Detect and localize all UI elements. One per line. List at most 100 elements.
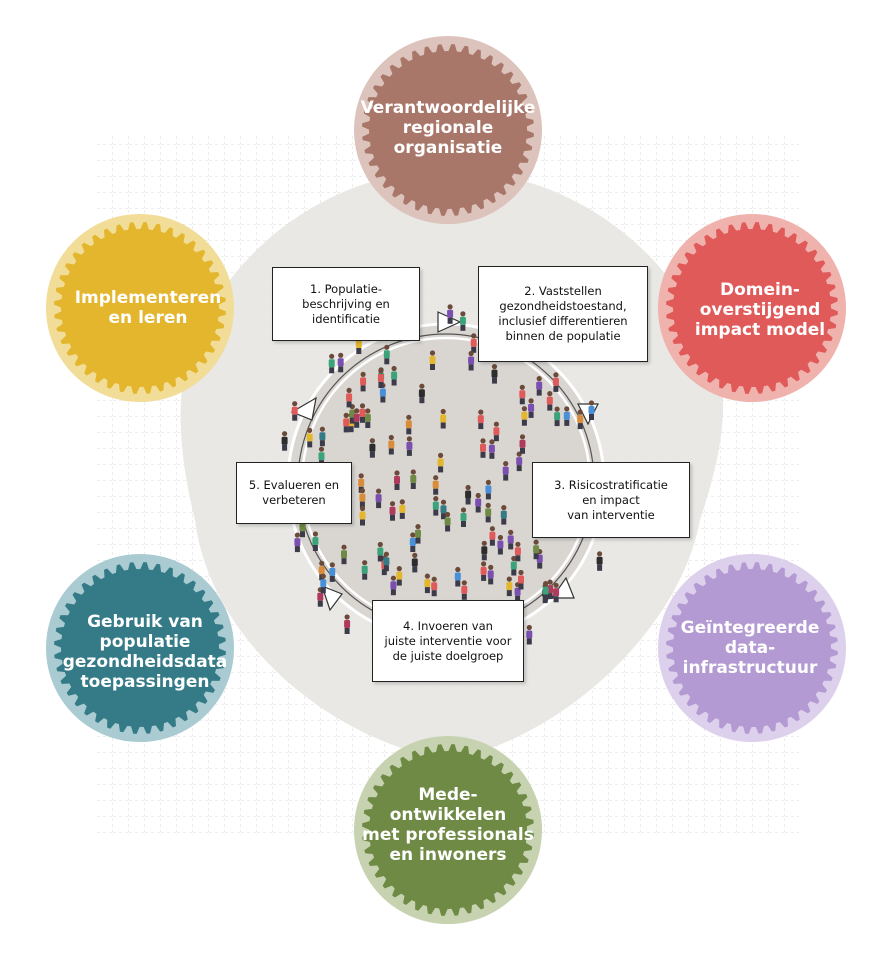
person-figure [291, 401, 298, 421]
person-figure [577, 409, 584, 430]
person-figure [533, 539, 540, 560]
person-figure [437, 452, 444, 473]
person-figure [410, 469, 417, 489]
person-figure [377, 541, 384, 562]
person-figure [485, 479, 492, 500]
gear-ring [46, 36, 846, 924]
gear-label-bottom: Mede- ontwikkelen met professionals en i… [362, 785, 534, 865]
person-figure [491, 364, 498, 384]
person-figure [406, 436, 413, 456]
person-figure [390, 575, 397, 596]
person-figure [514, 541, 521, 562]
gear-right-bottom-body [673, 569, 831, 727]
person-figure [418, 383, 425, 404]
person-figure [294, 532, 301, 553]
person-figure [468, 350, 475, 371]
person-figure [526, 624, 533, 645]
person-figure [429, 350, 436, 370]
person-figure [320, 573, 327, 594]
person-figure [399, 499, 406, 519]
person-figure [359, 488, 366, 508]
person-figure [546, 391, 553, 411]
step-5-box: 5. Evalueren en verbeteren [236, 462, 352, 524]
step-3-box: 3. Risicostratificatie en impact van int… [532, 462, 690, 538]
person-figure [552, 372, 559, 392]
person-figure [480, 561, 487, 581]
gear-label-left-top: Implementeren en leren [74, 288, 222, 328]
person-figure [553, 582, 560, 603]
person-figure [481, 540, 488, 561]
person-figure [521, 406, 528, 426]
person-figure [360, 371, 367, 392]
person-figure [312, 531, 319, 551]
person-figure [306, 427, 313, 448]
step-1-box: 1. Populatie- beschrijving en identifica… [272, 267, 420, 341]
person-figure [500, 505, 507, 525]
person-figure [329, 562, 336, 582]
person-figure [536, 376, 543, 396]
person-figure [361, 560, 368, 580]
person-figure [470, 333, 477, 353]
person-figure [394, 470, 400, 490]
person-figure [343, 412, 350, 433]
person-figure [281, 431, 288, 451]
person-figure [447, 304, 454, 324]
person-figure [477, 409, 484, 430]
person-figure [563, 406, 570, 426]
person-figure [480, 438, 486, 458]
person-figure [459, 311, 466, 331]
person-figure [375, 488, 382, 509]
person-figure [353, 408, 360, 428]
person-figure [432, 475, 439, 495]
person-figure [411, 552, 418, 573]
person-figure [346, 387, 353, 408]
person-figure [432, 496, 439, 516]
cycle-arrow [321, 584, 343, 612]
person-figure [424, 573, 431, 594]
person-figure [444, 511, 451, 532]
person-figure [542, 581, 549, 601]
person-figure [588, 400, 595, 420]
person-figure [465, 484, 472, 505]
person-figure [497, 534, 504, 555]
person-figure [487, 564, 494, 585]
person-figure [337, 352, 344, 373]
person-figure [440, 499, 447, 520]
person-figure [359, 403, 366, 423]
person-figure [415, 524, 421, 544]
gear-label-top: Verantwoordelijke regionale organisatie [360, 98, 536, 158]
person-figure [396, 566, 403, 586]
person-figure [405, 414, 412, 435]
person-figure [493, 421, 500, 442]
person-figure [516, 451, 523, 472]
person-figure [377, 368, 384, 388]
person-figure [554, 406, 561, 427]
person-figure [409, 532, 416, 552]
person-figure [475, 492, 482, 513]
person-figure [440, 408, 447, 429]
person-figure [328, 353, 335, 374]
person-figure [489, 526, 496, 546]
gear-label-right-bottom: Geïntegreerde data- infrastructuur [680, 618, 820, 678]
person-figure [391, 365, 398, 386]
gear-top-body [369, 51, 527, 209]
person-figure [528, 398, 535, 418]
person-figure [388, 434, 395, 455]
person-figure [510, 555, 517, 576]
person-figure [364, 408, 371, 428]
person-figure [485, 502, 492, 523]
cycle-arrow [290, 396, 317, 421]
person-figure [431, 576, 438, 597]
person-figure [389, 501, 396, 521]
person-figure [519, 384, 526, 405]
person-figure [344, 614, 351, 634]
person-figure [519, 434, 526, 454]
gear-left-top-body [61, 229, 219, 387]
gear-right-top-body [673, 229, 831, 387]
gear-label-left-bottom: Gebruik van populatie gezondheidsdata to… [62, 612, 228, 692]
gear-label-right-top: Domein- overstijgend impact model [694, 280, 826, 340]
person-figure [518, 569, 524, 590]
person-figure [454, 566, 461, 587]
step-4-box: 4. Invoeren van juiste interventie voor … [372, 600, 524, 682]
